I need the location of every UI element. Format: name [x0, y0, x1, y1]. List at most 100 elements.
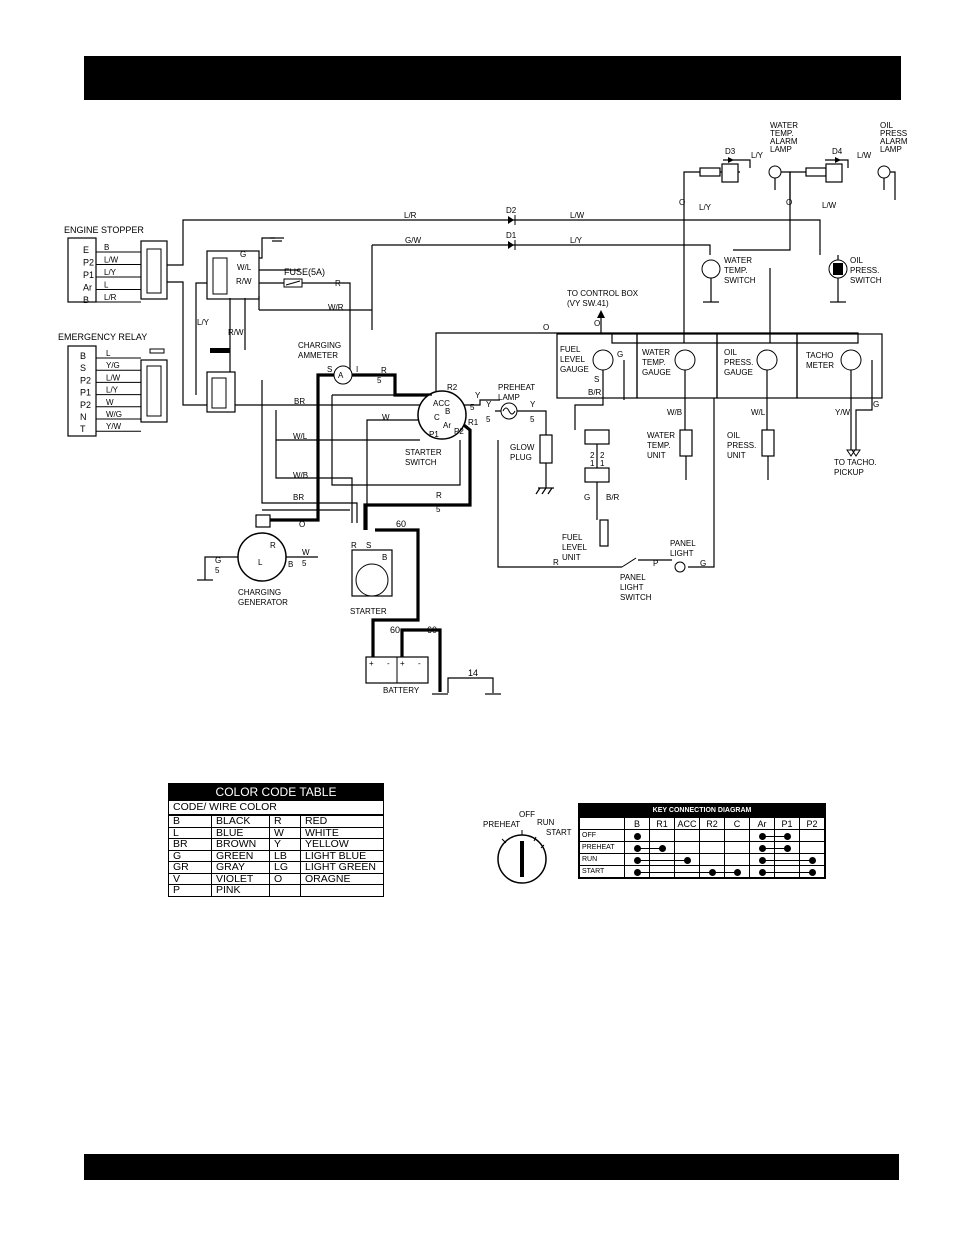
kcd-cell — [699, 865, 725, 878]
color-code: O — [269, 872, 301, 885]
kcd-cell — [674, 829, 700, 842]
kcd-cell — [749, 829, 787, 842]
op-alarm-label-3: ALARM — [880, 137, 908, 146]
wire-label-g-fu: G — [584, 493, 590, 502]
wire-label-ly-left: L/Y — [197, 318, 210, 327]
fu-pin-2b: 2 — [600, 451, 605, 460]
fu-pin-1b: 1 — [600, 459, 605, 468]
pls-label-2: LIGHT — [620, 583, 644, 592]
gen-pin-b: B — [288, 560, 293, 569]
water-temp-gauge: WATER TEMP. GAUGE — [642, 348, 696, 377]
engine-stopper-pin: B — [83, 295, 89, 305]
ss-c: C — [434, 413, 440, 422]
wt-alarm-label-2: TEMP. — [770, 129, 793, 138]
wire-label-g-relay: G — [240, 250, 246, 259]
wt-alarm-label-3: ALARM — [770, 137, 798, 146]
color-name: GREEN — [211, 849, 270, 862]
ss-p2: P2 — [454, 427, 464, 436]
kcd-cell — [649, 853, 675, 866]
wire-label-o-gen: O — [299, 520, 305, 529]
wire-label-lw: L/W — [570, 211, 585, 220]
starter-pin-b: B — [382, 553, 387, 562]
engine-stopper-pin: P1 — [83, 270, 94, 280]
wire-label-o-d4: O — [786, 198, 792, 207]
kcd-dot — [758, 856, 766, 864]
wire-label-wl: W/L — [237, 263, 252, 272]
engine-stopper-pin: Ar — [83, 283, 92, 293]
engine-stopper-wire: L/R — [104, 293, 117, 302]
fuel-gauge-label-1: FUEL — [560, 345, 581, 354]
ammeter-pin-i: I — [356, 365, 358, 374]
kcd-dot — [683, 856, 691, 864]
diode-d3-label: D3 — [725, 147, 736, 156]
wire-label-5-ss: 5 — [470, 403, 475, 412]
op-switch-label-1: OIL — [850, 256, 863, 265]
diode-d4-label: D4 — [832, 147, 843, 156]
color-code: P — [169, 884, 212, 896]
wire-label-y-pl2: Y — [530, 400, 536, 409]
kcd-cell — [674, 841, 700, 854]
pls-label-3: SWITCH — [620, 593, 652, 602]
color-code: L — [169, 826, 212, 839]
kcd-cell — [624, 853, 662, 866]
kcd-dot — [808, 856, 816, 864]
kcd-dot — [658, 844, 666, 852]
ss-p1: P1 — [429, 430, 439, 439]
starter-pin-s: S — [366, 541, 371, 550]
header-bar — [84, 56, 901, 100]
color-name: VIOLET — [211, 872, 270, 885]
wire-label-r-pls: R — [553, 558, 559, 567]
wire-label-60-c: 60 — [427, 625, 437, 635]
fuel-gauge-label-2: LEVEL — [560, 355, 585, 364]
kcd-row-label: PREHEAT — [579, 841, 625, 854]
ss-acc: ACC — [433, 399, 450, 408]
kcd-column-header: Ar — [749, 817, 775, 830]
color-name — [300, 884, 383, 896]
emergency-relay-wire: Y/G — [106, 361, 120, 370]
wire-label-yw: Y/W — [835, 408, 851, 417]
kcd-column-header: R2 — [699, 817, 725, 830]
kcd-column-header: C — [724, 817, 750, 830]
wire-label-y-pl1: Y — [486, 400, 492, 409]
kcd-dot — [758, 844, 766, 852]
kcd-cell — [774, 853, 800, 866]
wt-alarm-label-1: WATER — [770, 121, 798, 130]
color-code: LB — [269, 849, 301, 862]
ss-r2: R2 — [447, 383, 458, 392]
color-name: BLACK — [211, 815, 270, 828]
bat-plus-2: + — [400, 659, 405, 668]
to-control-box-1: TO CONTROL BOX — [567, 289, 639, 298]
bat-minus-1: - — [387, 659, 390, 668]
kcd-row: PREHEAT — [579, 841, 825, 854]
diode-d1: D1 — [506, 231, 517, 250]
kcd-dot — [758, 868, 766, 876]
color-code: G — [169, 849, 212, 862]
kcd-cell — [724, 829, 750, 842]
tacho-label-2: METER — [806, 361, 834, 370]
wire-label-g-fg: G — [617, 350, 623, 359]
bat-minus-2: - — [418, 659, 421, 668]
emergency-relay-pin: T — [80, 424, 86, 434]
engine-stopper-wire: L/Y — [104, 268, 117, 277]
wire-label-wb-1: W/B — [293, 471, 308, 480]
battery: + - + - BATTERY — [365, 656, 429, 695]
wire-label-o-cb: O — [594, 319, 600, 328]
kcd-cell — [774, 829, 800, 842]
wire-label-r-start: R — [436, 491, 442, 500]
color-name: RED — [300, 815, 383, 828]
ss-r1: R1 — [468, 418, 479, 427]
fuel-unit-label-1: FUEL — [562, 533, 583, 542]
color-name: YELLOW — [300, 838, 383, 851]
fu-pin-1a: 1 — [590, 459, 595, 468]
wire-label-br-1: BR — [294, 397, 305, 406]
starter: R S B STARTER — [350, 541, 393, 616]
kcd-cell — [699, 829, 725, 842]
kcd-cell — [674, 865, 700, 878]
op-gauge-label-1: OIL — [724, 348, 737, 357]
starter-switch-label-1: STARTER — [405, 448, 442, 457]
kcd-cell — [649, 841, 675, 854]
